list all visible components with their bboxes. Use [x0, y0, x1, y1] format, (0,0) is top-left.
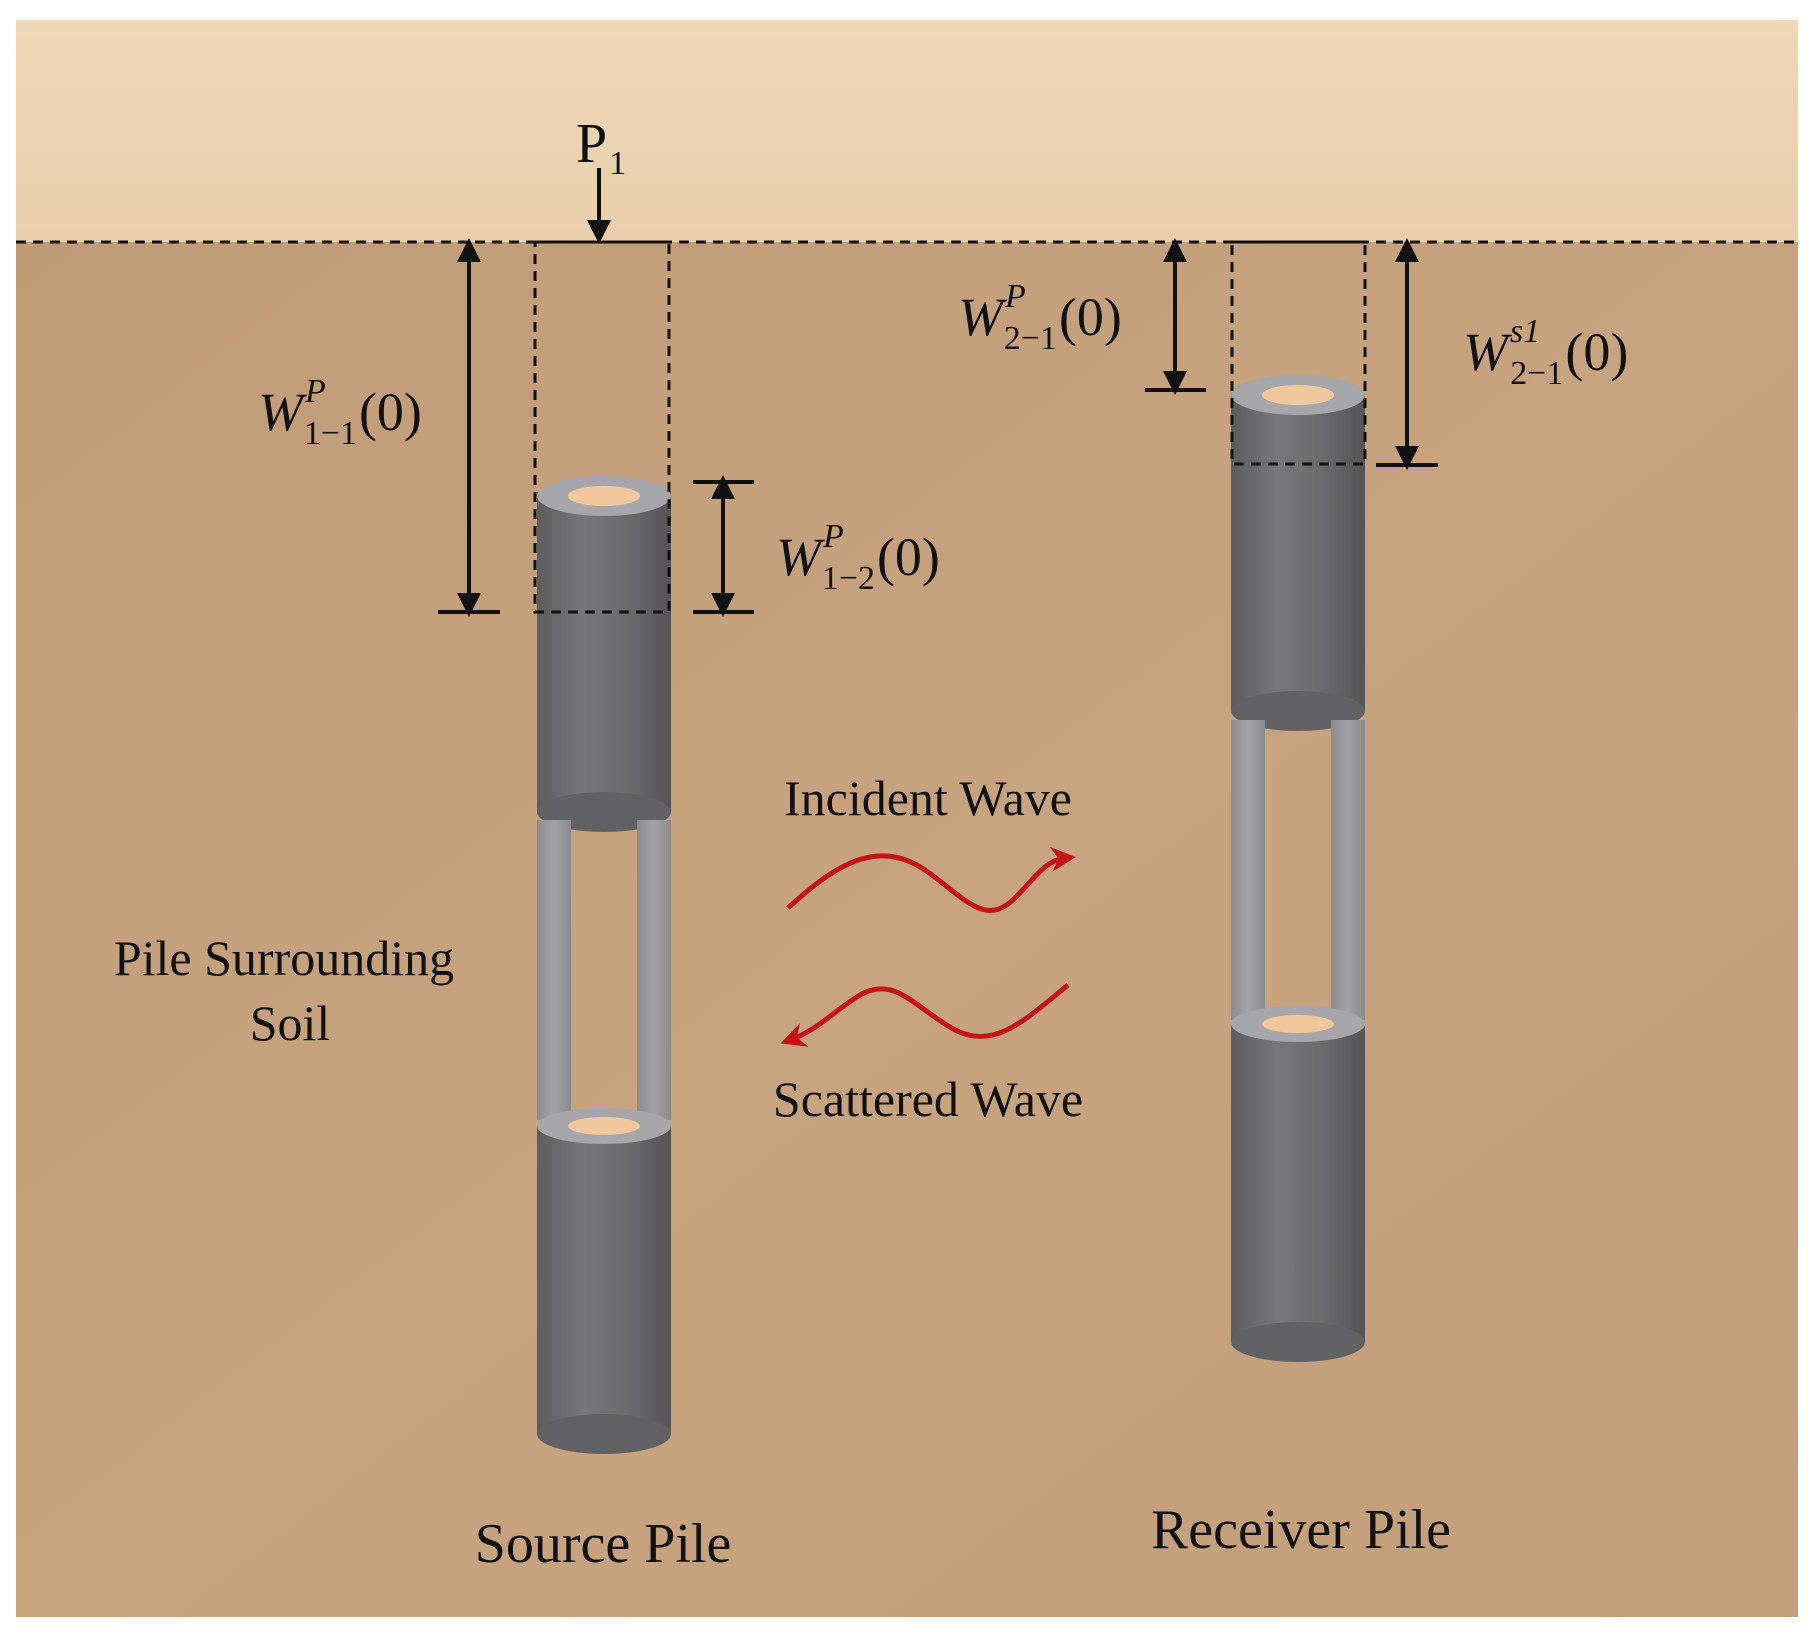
- incident-wave-arrow: [786, 846, 1076, 913]
- receiver-pile-link-left: [1231, 720, 1265, 1020]
- load-label: P1: [576, 113, 626, 182]
- receiver-pile-lower-core: [1262, 1015, 1334, 1033]
- source-pile-link-right: [637, 820, 671, 1120]
- scattered-wave-arrow: [780, 983, 1070, 1047]
- source-pile-label: Source Pile: [475, 1513, 732, 1575]
- w11-dimension: [438, 238, 500, 617]
- receiver-pile-bottom: [1231, 1322, 1365, 1362]
- soil-label-line1: Pile Surrounding: [114, 930, 454, 986]
- source-pile-upper-segment: [537, 492, 671, 812]
- soil-layer: [16, 242, 1798, 1617]
- receiver-pile: [1230, 240, 1367, 1362]
- source-pile: [533, 240, 671, 1454]
- receiver-pile-top-core: [1262, 385, 1334, 405]
- source-pile-bottom: [537, 1414, 671, 1454]
- source-pile-lower-core: [568, 1117, 640, 1135]
- w21s-dimension: [1376, 238, 1438, 470]
- receiver-pile-upper-segment: [1231, 393, 1365, 711]
- receiver-pile-lower-segment: [1231, 1024, 1365, 1342]
- receiver-pile-initial-outline: [1230, 240, 1367, 466]
- incident-wave-label: Incident Wave: [784, 770, 1072, 826]
- sky-layer: [16, 20, 1798, 242]
- source-pile-link-left: [537, 820, 571, 1120]
- receiver-pile-link-right: [1331, 720, 1365, 1020]
- source-pile-top-core: [568, 486, 640, 506]
- source-pile-lower-segment: [537, 1126, 671, 1434]
- receiver-pile-label: Receiver Pile: [1151, 1499, 1451, 1561]
- w21p-dimension: [1145, 238, 1206, 395]
- w12-dimension: [693, 475, 754, 617]
- source-pile-initial-outline: [533, 240, 671, 614]
- soil-label-line2: Soil: [250, 995, 331, 1051]
- scattered-wave-label: Scattered Wave: [773, 1071, 1083, 1127]
